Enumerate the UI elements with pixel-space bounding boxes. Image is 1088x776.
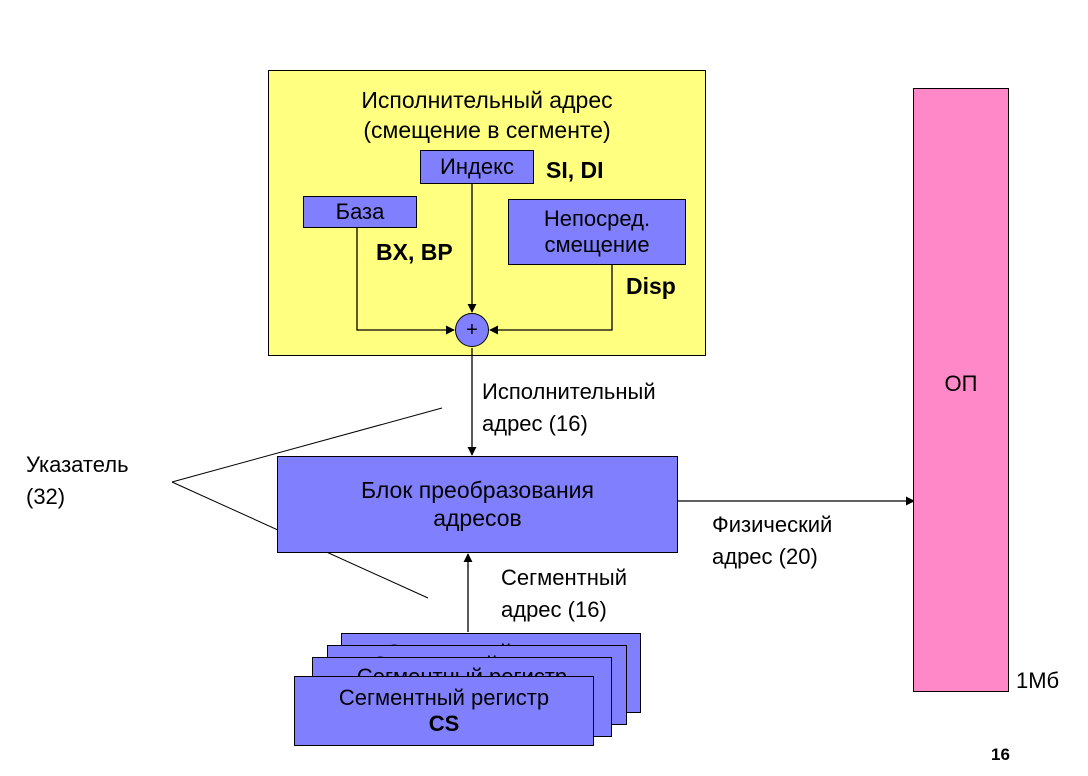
- segment-address-label-line1: Сегментный: [501, 565, 627, 590]
- physical-address-label-line2: адрес (20): [712, 544, 818, 569]
- main-memory-label: ОП: [944, 371, 978, 396]
- exec-address-label-line2: адрес (16): [482, 411, 588, 436]
- adder-plus-icon: +: [466, 318, 478, 341]
- memory-size-label: 1Мб: [1016, 668, 1060, 693]
- address-translation-block: Блок преобразования адресов: [277, 456, 678, 553]
- index-box: Индекс: [420, 150, 534, 184]
- displacement-box: Непосред. смещение: [508, 199, 686, 265]
- index-registers: SI, DI: [546, 157, 604, 183]
- slide-number: 16: [991, 745, 1010, 764]
- base-label: База: [335, 198, 385, 224]
- translation-block-line1: Блок преобразования: [361, 476, 594, 503]
- segment-register-cs-line1: Сегментный регистр: [338, 684, 550, 710]
- adder-circle: +: [455, 313, 489, 347]
- displacement-label-line2: смещение: [544, 232, 650, 257]
- displacement-register: Disp: [626, 273, 676, 299]
- segment-register-cs-line2: CS: [428, 711, 460, 736]
- main-memory-block: ОП: [913, 88, 1009, 692]
- physical-address-label-line1: Физический: [712, 512, 833, 537]
- segment-register-cs: Сегментный регистр CS: [294, 676, 594, 746]
- segment-address-label-line2: адрес (16): [501, 597, 607, 622]
- displacement-label-line1: Непосред.: [543, 205, 651, 231]
- pointer-label-line2: (32): [26, 484, 66, 509]
- pointer-label-line1: Указатель: [26, 452, 129, 477]
- base-registers: BX, BP: [376, 239, 453, 265]
- exec-panel-title-line2: (смещение в сегменте): [363, 117, 611, 143]
- translation-block-line2: адресов: [433, 504, 522, 531]
- exec-panel-title-line1: Исполнительный адрес: [361, 87, 613, 113]
- base-box: База: [303, 196, 417, 228]
- index-label: Индекс: [440, 153, 514, 179]
- exec-address-label-line1: Исполнительный: [482, 379, 656, 404]
